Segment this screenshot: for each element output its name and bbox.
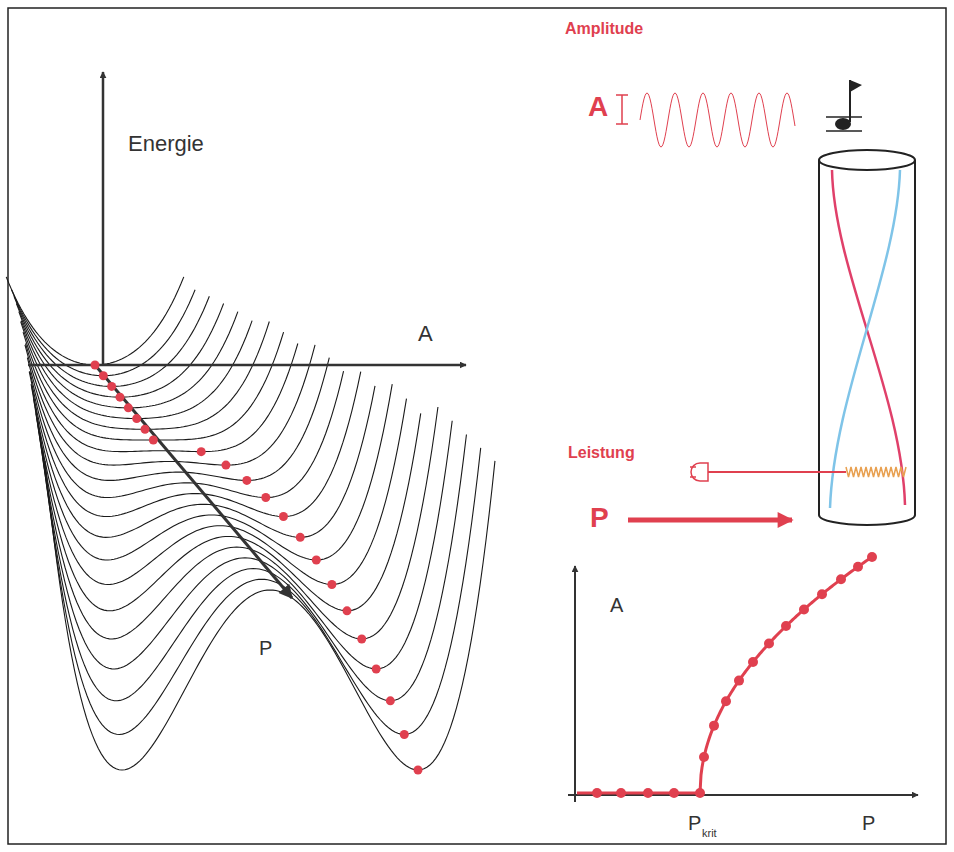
energy-curves bbox=[6, 277, 495, 770]
critical-power-subscript: krit bbox=[702, 827, 717, 839]
amplitude-dot bbox=[781, 621, 791, 631]
energy-curve bbox=[34, 399, 407, 585]
power-label: Leistung bbox=[568, 444, 635, 462]
minimum-dot bbox=[400, 730, 409, 739]
energy-curve bbox=[14, 296, 209, 386]
axis-label: A bbox=[610, 594, 623, 616]
minimum-dot bbox=[386, 696, 395, 705]
amplitude-dot bbox=[799, 604, 809, 614]
energy-curve bbox=[32, 386, 375, 537]
minimum-dot bbox=[312, 556, 321, 565]
axis-label: P bbox=[256, 636, 275, 660]
sine-wave bbox=[640, 93, 795, 147]
minimum-dot bbox=[141, 425, 150, 434]
amplitude-bracket bbox=[616, 95, 628, 124]
minimum-dot bbox=[116, 393, 125, 402]
standing-wave-blue bbox=[830, 170, 900, 508]
minimum-dot bbox=[242, 476, 251, 485]
energy-curve bbox=[36, 413, 421, 610]
minimum-dot bbox=[132, 414, 141, 423]
amplitude-dot bbox=[748, 657, 758, 667]
amplitude-dot bbox=[709, 721, 719, 731]
amplitude-dot bbox=[616, 788, 626, 798]
axis-label: Energie bbox=[128, 132, 204, 156]
resonator-tube bbox=[819, 150, 915, 525]
energy-curve bbox=[16, 304, 223, 398]
amplitude-dot bbox=[817, 589, 827, 599]
energy-curve bbox=[45, 461, 495, 770]
minimum-dot bbox=[221, 461, 230, 470]
amplitude-dot bbox=[695, 788, 705, 798]
energy-axis bbox=[102, 72, 105, 365]
amplitude-dot bbox=[699, 752, 709, 762]
minimum-dot bbox=[124, 403, 133, 412]
amplitude-dot bbox=[836, 574, 846, 584]
energy-curve bbox=[29, 372, 361, 517]
graph-y-axis bbox=[574, 566, 576, 802]
energy-curve bbox=[31, 384, 392, 560]
axis-label: P bbox=[862, 812, 875, 834]
amplitude-dot bbox=[764, 638, 774, 648]
axis-label: A bbox=[418, 322, 433, 346]
minimum-dot bbox=[279, 512, 288, 521]
amplitude-dots bbox=[592, 552, 877, 798]
minimum-dots bbox=[91, 361, 423, 775]
minimum-dot bbox=[107, 382, 116, 391]
critical-power-label: P bbox=[688, 812, 701, 834]
note-symbol bbox=[826, 80, 862, 131]
energy-curve bbox=[35, 407, 438, 639]
amplitude-dot bbox=[734, 676, 744, 686]
power-axis-arrow bbox=[95, 365, 292, 598]
energy-curve bbox=[26, 344, 298, 452]
energy-curve bbox=[38, 421, 452, 669]
power-arrow bbox=[628, 518, 792, 523]
minimum-dot bbox=[197, 447, 206, 456]
power-plug bbox=[690, 463, 708, 481]
amplitude-dot bbox=[867, 552, 877, 562]
energy-curve bbox=[21, 321, 252, 419]
minimum-dot bbox=[261, 493, 270, 502]
minimum-dot bbox=[342, 606, 351, 615]
minimum-dot bbox=[414, 766, 423, 775]
energy-curve bbox=[19, 312, 238, 408]
energy-curve bbox=[40, 434, 466, 700]
minimum-dot bbox=[99, 371, 108, 380]
amplitude-dot bbox=[669, 788, 679, 798]
frame bbox=[8, 8, 946, 844]
heating-coil bbox=[846, 467, 906, 477]
energy-curve bbox=[30, 371, 344, 497]
amplitude-curve bbox=[577, 557, 872, 793]
power-symbol: P bbox=[590, 503, 609, 534]
amplitude-dot bbox=[853, 562, 863, 572]
minimum-dot bbox=[372, 664, 381, 673]
amplitude-symbol: A bbox=[588, 92, 608, 123]
energy-curve bbox=[25, 345, 315, 465]
power-wire bbox=[708, 471, 846, 473]
minimum-dot bbox=[357, 634, 366, 643]
energy-curve bbox=[21, 322, 270, 430]
minimum-dot bbox=[327, 580, 336, 589]
minimum-dot bbox=[149, 436, 158, 445]
minimum-dot bbox=[91, 361, 100, 370]
energy-curve bbox=[23, 332, 283, 440]
amplitude-dot bbox=[721, 696, 731, 706]
amplitude-dot bbox=[643, 788, 653, 798]
amplitude-label: Amplitude bbox=[565, 20, 643, 38]
amplitude-dot bbox=[592, 788, 602, 798]
minimum-dot bbox=[296, 533, 305, 542]
